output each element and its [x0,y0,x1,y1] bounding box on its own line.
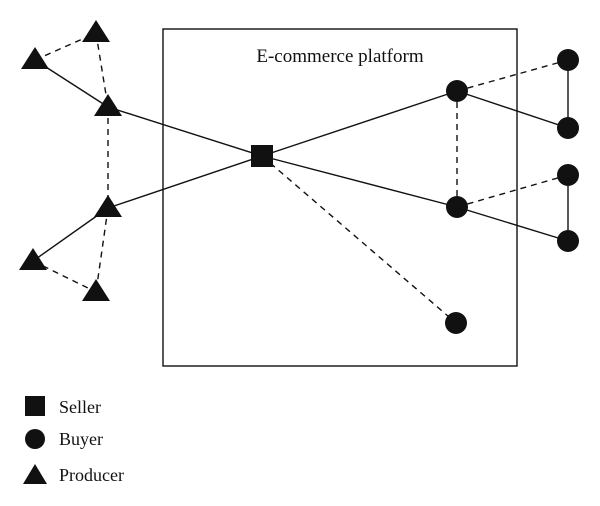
legend-seller-label: Seller [59,397,101,417]
buyer-node [446,80,468,102]
buyer-node [557,164,579,186]
edge-seller-to-buyer-upper [261,90,458,157]
buyer-node [557,49,579,71]
producer-node [21,47,49,69]
producer-node [82,279,110,301]
legend: Seller Buyer Producer [23,396,124,485]
producer-node [82,20,110,42]
producer-node [94,94,122,116]
platform-title: E-commerce platform [256,46,423,67]
legend-producer-symbol [23,464,47,484]
buyer-node [446,196,468,218]
producer-node [94,195,122,217]
edge-buyer-upper-to-buyer-r1 [456,59,569,92]
legend-buyer-symbol [25,429,45,449]
buyer-node [557,117,579,139]
legend-producer-label: Producer [59,465,124,485]
edge-producer-top-to-producer-upper [95,32,109,108]
edge-buyer-upper-to-buyer-r2 [456,90,569,129]
producer-node [19,248,47,270]
edge-seller-to-buyer-lower [261,155,457,324]
platform-box [162,28,518,367]
legend-buyer-label: Buyer [59,429,103,449]
buyer-node [557,230,579,252]
edge-seller-to-buyer-middle [261,155,458,208]
buyer-node [445,312,467,334]
edge-producer-lower-to-seller [107,155,263,209]
edge-buyer-middle-to-buyer-r3 [456,174,569,208]
legend-seller-symbol [25,396,45,416]
edge-buyer-middle-to-buyer-r4 [456,206,569,242]
edge-producer-lower-to-producer-bottom [95,207,109,293]
edge-producer-upper-to-seller [107,106,263,157]
seller-node [251,145,273,167]
